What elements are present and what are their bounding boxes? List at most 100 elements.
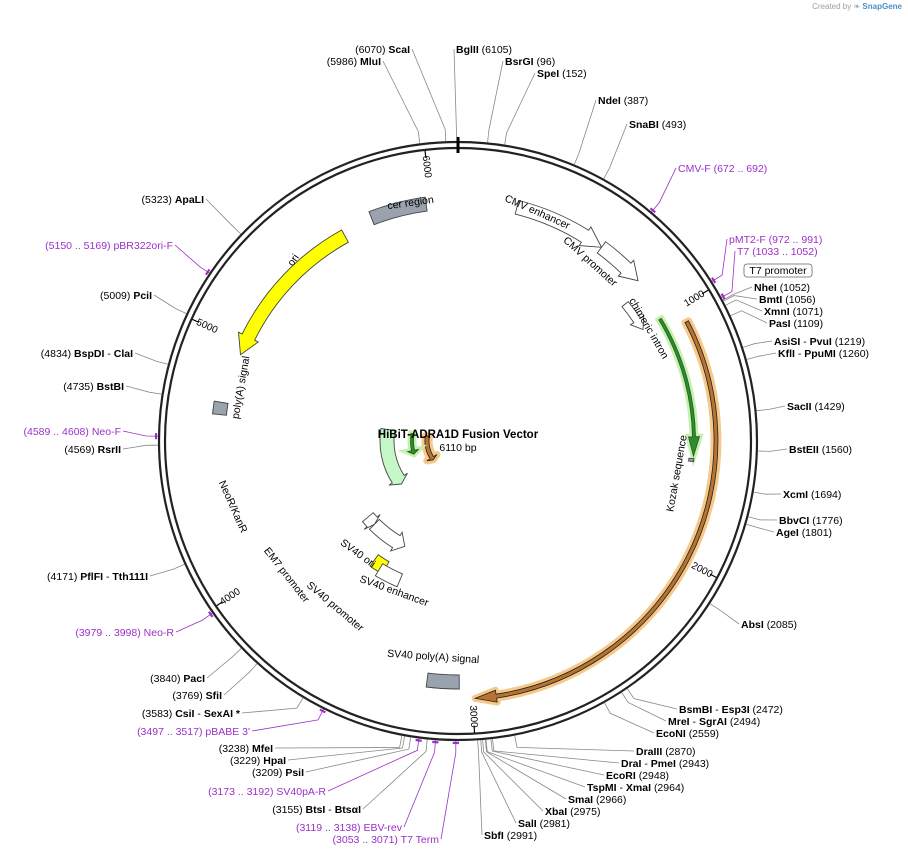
enzyme-site-bsmbi[interactable]: BsmBI - Esp3I (2472): [679, 704, 783, 716]
site-name: T7: [737, 246, 749, 258]
separator: -: [325, 804, 334, 816]
enzyme-site-mlui[interactable]: (5986) MluI: [327, 56, 381, 68]
neor-orf-arrow[interactable]: [424, 435, 438, 462]
feature-cmv-enhancer[interactable]: [514, 199, 603, 248]
enzyme-site-hpai[interactable]: (3229) HpaI: [230, 755, 286, 767]
enzyme-site-bstbi[interactable]: (4735) BstBI: [63, 381, 124, 393]
neo-lower-arrow[interactable]: [406, 432, 420, 455]
enzyme-site-psii[interactable]: (3209) PsiI: [252, 767, 304, 779]
enzyme-site-kfli[interactable]: KflI - PpuMI (1260): [778, 348, 869, 360]
enzyme-site-bsteii[interactable]: BstEII (1560): [789, 444, 852, 456]
enzyme-site-apali[interactable]: (5323) ApaLI: [142, 194, 205, 206]
primer-neo-f[interactable]: (4589 .. 4608) Neo-F: [24, 426, 122, 438]
primer-t7-term[interactable]: (3053 .. 3071) T7 Term: [333, 834, 440, 846]
enzyme-site-bbvci[interactable]: BbvCI (1776): [779, 515, 843, 527]
enzyme-site-xcmi[interactable]: XcmI (1694): [783, 489, 841, 501]
site-name: EBV-rev: [363, 822, 402, 834]
feature-cmv-promoter[interactable]: [596, 241, 639, 282]
enzyme-site-spei[interactable]: SpeI (152): [537, 68, 587, 80]
enzyme-site-bmti[interactable]: BmtI (1056): [759, 294, 816, 306]
enzyme-site-rsrii[interactable]: (4569) RsrII: [64, 444, 121, 456]
enzyme-site-smai[interactable]: SmaI (2966): [568, 794, 626, 806]
feature-sv40-promoter[interactable]: [368, 518, 406, 552]
hibit-upper-arrow[interactable]: [658, 317, 701, 458]
feature-ori[interactable]: [237, 229, 350, 356]
enzyme-site-ecori[interactable]: EcoRI (2948): [606, 770, 669, 782]
site-label: XmnI (1071): [764, 306, 823, 318]
enzyme-site-pasi[interactable]: PasI (1109): [769, 318, 823, 330]
primer-mark: [720, 293, 726, 300]
enzyme-site-ndei[interactable]: NdeI (387): [598, 95, 648, 107]
site-label: pMT2-F (972 .. 991): [729, 234, 822, 246]
enzyme-site-btsi[interactable]: (3155) BtsI - BtsαI: [272, 804, 361, 816]
site-label: (6070) ScaI: [355, 44, 410, 56]
site-name: T7 Term: [401, 834, 440, 846]
enzyme-site-xmni[interactable]: XmnI (1071): [764, 306, 823, 318]
separator: -: [194, 708, 203, 720]
tick-label: 1000: [682, 288, 707, 309]
primer-pbabe-3[interactable]: (3497 .. 3517) pBABE 3': [137, 726, 250, 738]
site-label: SalI (2981): [518, 818, 570, 830]
t7-promoter-tag: T7 promoter: [743, 263, 813, 278]
enzyme-site-absi[interactable]: AbsI (2085): [741, 619, 797, 631]
enzyme-site-mrei[interactable]: MreI - SgrAI (2494): [668, 716, 760, 728]
feature-sv40-enhancer[interactable]: [374, 563, 404, 588]
feature-chimeric-intron[interactable]: [621, 300, 645, 331]
feature-sv40-poly-a-signal[interactable]: [425, 672, 460, 690]
enzyme-site-bglii[interactable]: BglII (6105): [456, 44, 512, 56]
enzyme-site-pcii[interactable]: (5009) PciI: [100, 290, 152, 302]
enzyme-site-pflfi[interactable]: (4171) PflFI - Tth111I: [47, 571, 148, 583]
site-name: XcmI: [783, 489, 808, 501]
site-label: (5323) ApaLI: [142, 194, 205, 206]
site-position: (2966): [596, 794, 626, 806]
feature-neor-kanr[interactable]: [379, 427, 408, 486]
enzyme-site-nhei[interactable]: NheI (1052): [754, 282, 810, 294]
primer-t7[interactable]: T7 (1033 .. 1052): [737, 246, 818, 258]
primer-neo-r[interactable]: (3979 .. 3998) Neo-R: [75, 627, 174, 639]
site-label: T7 (1033 .. 1052): [737, 246, 818, 258]
site-name: BsmBI: [679, 704, 712, 716]
primer-pmt2-f[interactable]: pMT2-F (972 .. 991): [729, 234, 822, 246]
enzyme-site-xbai[interactable]: XbaI (2975): [545, 806, 600, 818]
enzyme-site-tspmi[interactable]: TspMI - XmaI (2964): [587, 782, 684, 794]
primer-cmv-f[interactable]: CMV-F (672 .. 692): [678, 163, 767, 175]
enzyme-site-draiii[interactable]: DraIII (2870): [636, 746, 696, 758]
enzyme-site-snabi[interactable]: SnaBI (493): [629, 119, 686, 131]
enzyme-site-agei[interactable]: AgeI (1801): [776, 527, 832, 539]
site-position: (6105): [482, 44, 512, 56]
feature-poly-a-signal[interactable]: [212, 400, 229, 416]
primer-ebv-rev[interactable]: (3119 .. 3138) EBV-rev: [296, 822, 403, 834]
enzyme-site-asisi[interactable]: AsiSI - PvuI (1219): [774, 336, 865, 348]
feature-em7-promoter[interactable]: [361, 512, 381, 530]
primer-mark: [319, 708, 326, 714]
enzyme-site-sali[interactable]: SalI (2981): [518, 818, 570, 830]
feature-kozak-sequence[interactable]: [688, 457, 695, 462]
site-label: (5150 .. 5169) pBR322ori-F: [45, 240, 173, 252]
enzyme-site-drai[interactable]: DraI - PmeI (2943): [621, 758, 709, 770]
enzyme-site-bspdi[interactable]: (4834) BspDI - ClaI: [41, 348, 133, 360]
primer-pbr322ori-f[interactable]: (5150 .. 5169) pBR322ori-F: [45, 240, 173, 252]
site-label: (5009) PciI: [100, 290, 152, 302]
enzyme-site-econi[interactable]: EcoNI (2559): [656, 728, 719, 740]
enzyme-site-scai[interactable]: (6070) ScaI: [355, 44, 410, 56]
site-alt-name: BtsαI: [335, 804, 361, 816]
enzyme-site-sfii[interactable]: (3769) SfiI: [172, 690, 222, 702]
enzyme-site-bsrgi[interactable]: BsrGI (96): [505, 56, 555, 68]
feature-label-sv40-poly-a-signal: SV40 poly(A) signal: [387, 648, 480, 666]
site-label: BstEII (1560): [789, 444, 852, 456]
leader-line: [756, 405, 786, 412]
primer-sv40pa-r[interactable]: (3173 .. 3192) SV40pA-R: [208, 786, 326, 798]
leader-line: [122, 430, 159, 437]
separator: -: [795, 348, 804, 360]
enzyme-site-sacii[interactable]: SacII (1429): [787, 401, 845, 413]
feature-cer-region[interactable]: [368, 196, 428, 226]
enzyme-site-csii[interactable]: (3583) CsiI - SexAI *: [142, 708, 241, 720]
leader-line: [223, 663, 258, 696]
enzyme-site-paci[interactable]: (3840) PacI: [150, 673, 205, 685]
site-position: (1801): [802, 527, 832, 539]
site-label: (3053 .. 3071) T7 Term: [333, 834, 440, 846]
site-label: AsiSI - PvuI (1219): [774, 336, 865, 348]
enzyme-site-sbfi[interactable]: SbfI (2991): [484, 830, 537, 842]
enzyme-site-mfei[interactable]: (3238) MfeI: [219, 743, 273, 755]
adra1d-orf-arrow[interactable]: [473, 320, 719, 703]
